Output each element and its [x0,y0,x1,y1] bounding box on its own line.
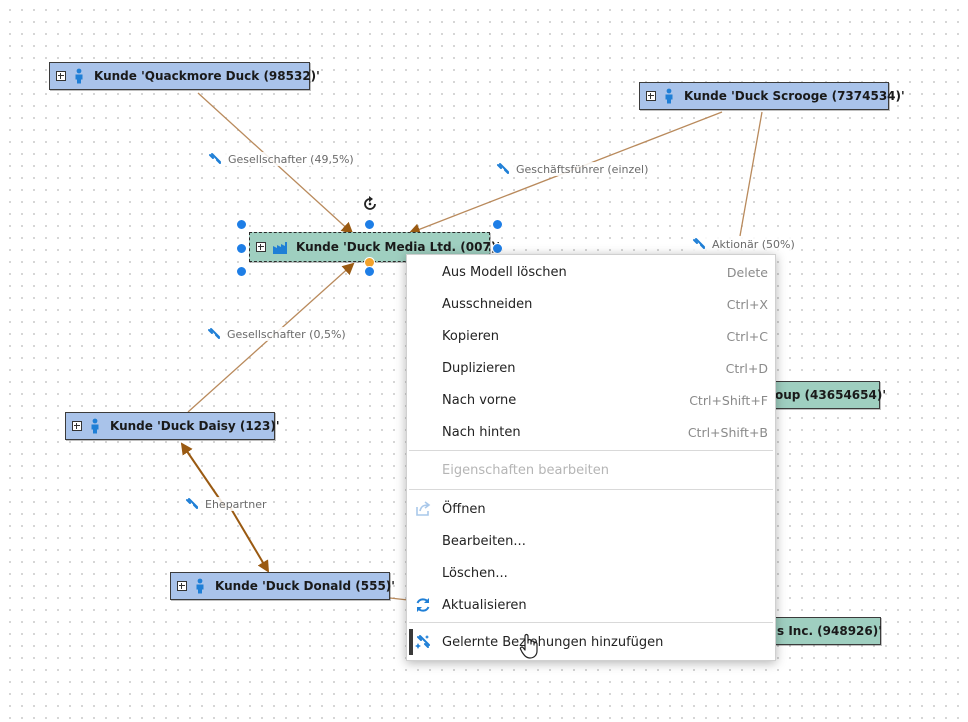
node-label: Kunde 'Duck Media Ltd. (007)' [296,240,500,254]
menu-item-shortcut: Ctrl+X [726,296,768,312]
menu-item-nach-vorne[interactable]: Nach vorne Ctrl+Shift+F [407,384,775,416]
node-group-partial[interactable]: oup (43654654)' [760,381,886,409]
menu-item-duplizieren[interactable]: Duplizieren Ctrl+D [407,352,775,384]
edge-label-text: Gesellschafter (0,5%) [227,327,346,341]
node-inc-partial[interactable]: s Inc. (948926)' [760,617,882,645]
expand-icon[interactable] [256,242,266,252]
node-quackmore-duck[interactable]: Kunde 'Quackmore Duck (98532)' [49,62,320,90]
resize-handle-e[interactable] [492,243,503,254]
rotate-icon[interactable] [361,195,379,213]
link-icon [693,238,705,249]
menu-item-nach-hinten[interactable]: Nach hinten Ctrl+Shift+B [407,416,775,448]
node-label: Kunde 'Quackmore Duck (98532)' [94,69,320,83]
edge-label-text: Aktionär (50%) [712,237,795,251]
menu-item-label: Bearbeiten... [442,533,526,549]
hand-cursor-icon [519,633,538,659]
menu-item-aktualisieren[interactable]: Aktualisieren [407,589,775,621]
expand-icon[interactable] [56,71,66,81]
edge-label-ehepartner: Ehepartner [183,497,269,511]
menu-item-label: Nach hinten [442,424,521,440]
node-label: oup (43654654)' [775,388,886,402]
menu-item-label: Kopieren [442,328,499,344]
menu-item-shortcut: Delete [726,264,768,280]
open-external-icon [416,501,431,516]
expand-icon[interactable] [646,91,656,101]
resize-handle-w[interactable] [236,243,247,254]
resize-handle-sw[interactable] [236,266,247,277]
edge-donald-right[interactable] [389,597,409,601]
edge-label-text: Geschäftsführer (einzel) [516,162,649,176]
menu-item-loeschen[interactable]: Löschen... [407,557,775,589]
edge-label-gesellschafter-49: Gesellschafter (49,5%) [206,152,356,166]
menu-item-label: Öffnen [442,501,486,517]
node-label: Kunde 'Duck Daisy (123)' [110,419,280,433]
node-duck-scrooge[interactable]: Kunde 'Duck Scrooge (7374534)' [639,82,905,110]
menu-item-shortcut: Ctrl+Shift+B [687,424,768,440]
menu-item-label: Duplizieren [442,360,516,376]
edge-label-geschaeftsfuehrer: Geschäftsführer (einzel) [494,162,651,176]
menu-item-label: Gelernte Beziehungen hinzufügen [442,634,664,650]
menu-item-label: Aus Modell löschen [442,264,567,280]
menu-item-label: Löschen... [442,565,508,581]
resize-handle-n[interactable] [364,219,375,230]
node-label: Kunde 'Duck Donald (555)' [215,579,395,593]
menu-item-ausschneiden[interactable]: Ausschneiden Ctrl+X [407,288,775,320]
menu-separator [409,622,773,623]
edge-label-text: Ehepartner [205,497,267,511]
menu-separator [409,450,773,451]
person-icon [91,418,99,434]
menu-item-eigenschaften-bearbeiten: Eigenschaften bearbeiten [407,454,775,486]
node-duck-donald[interactable]: Kunde 'Duck Donald (555)' [170,572,395,600]
menu-item-kopieren[interactable]: Kopieren Ctrl+C [407,320,775,352]
person-icon [665,88,673,104]
menu-separator [409,489,773,490]
person-icon [75,68,83,84]
menu-item-bearbeiten[interactable]: Bearbeiten... [407,525,775,557]
resize-handle-ne[interactable] [492,219,503,230]
menu-item-label: Ausschneiden [442,296,533,312]
menu-item-label: Eigenschaften bearbeiten [442,462,610,478]
menu-item-shortcut: Ctrl+Shift+F [689,392,768,408]
context-menu: Aus Modell löschen Delete Ausschneiden C… [406,254,776,661]
link-icon [209,153,221,164]
edge-label-aktionaer: Aktionär (50%) [690,237,797,251]
link-icon [208,328,220,339]
menu-item-aus-modell-loeschen[interactable]: Aus Modell löschen Delete [407,256,775,288]
edge-label-gesellschafter-05: Gesellschafter (0,5%) [205,327,348,341]
edge-label-text: Gesellschafter (49,5%) [228,152,354,166]
edge-daisy-donald-b[interactable] [229,506,270,573]
company-icon [273,242,287,254]
link-icon [186,498,198,509]
expand-icon[interactable] [72,421,82,431]
menu-item-gelernte-beziehungen[interactable]: Gelernte Beziehungen hinzufügen [407,626,775,658]
node-label: Kunde 'Duck Scrooge (7374534)' [684,89,905,103]
node-duck-daisy[interactable]: Kunde 'Duck Daisy (123)' [65,412,280,440]
link-icon [497,163,509,174]
resize-handle-nw[interactable] [236,219,247,230]
menu-item-oeffnen[interactable]: Öffnen [407,493,775,525]
expand-icon[interactable] [177,581,187,591]
person-icon [196,578,204,594]
edge-daisy-donald-a[interactable] [180,442,226,508]
menu-item-label: Nach vorne [442,392,517,408]
resize-handle-s[interactable] [364,266,375,277]
node-label: s Inc. (948926)' [777,624,882,638]
refresh-icon [416,598,430,612]
menu-item-shortcut: Ctrl+C [726,328,768,344]
learned-relations-icon [415,635,430,649]
menu-item-shortcut: Ctrl+D [725,360,768,376]
edge-scrooge-aktionaer[interactable] [739,111,763,237]
menu-item-label: Aktualisieren [442,597,527,613]
